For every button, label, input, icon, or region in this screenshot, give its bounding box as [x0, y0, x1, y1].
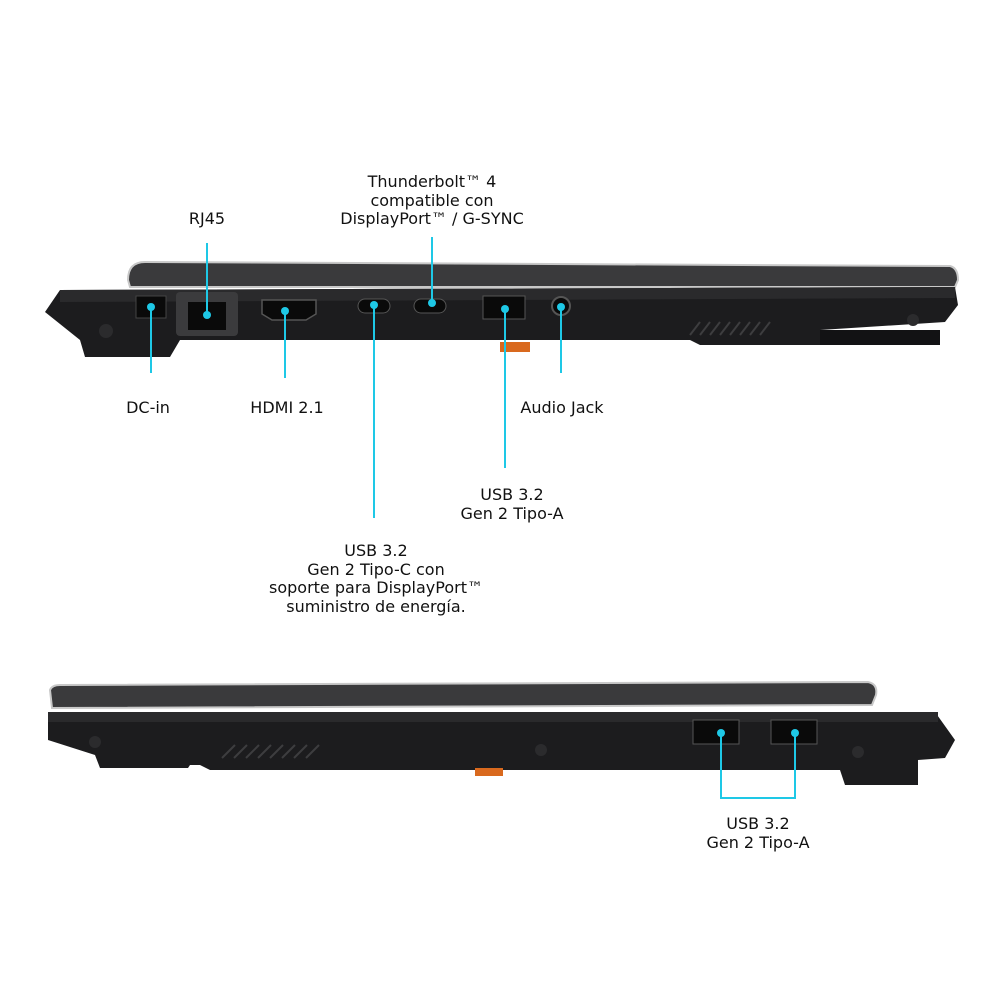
label-rj45: RJ45: [188, 209, 226, 228]
label-line: USB 3.2: [726, 814, 790, 833]
laptop-left-side: [45, 260, 960, 357]
label-line: soporte para DisplayPort™: [269, 578, 483, 597]
label-line: Thunderbolt™ 4: [367, 172, 497, 191]
label-line: DisplayPort™ / G-SYNC: [340, 209, 524, 228]
label-line: Gen 2 Tipo-A: [460, 503, 564, 523]
label-line: suministro de energía.: [286, 596, 466, 616]
label-audio-jack: Audio Jack: [520, 398, 604, 417]
callout-dots: [147, 299, 799, 737]
label-line: Gen 2 Tipo-C con: [307, 559, 445, 579]
label-thunderbolt: Thunderbolt™ 4 compatible con DisplayPor…: [340, 172, 524, 229]
laptop-right-side: [48, 680, 955, 785]
label-line: compatible con: [370, 190, 494, 210]
label-line: USB 3.2: [344, 541, 408, 560]
label-hdmi: HDMI 2.1: [250, 398, 324, 417]
label-dc-in: DC-in: [126, 398, 170, 417]
callout-lines: [150, 237, 796, 799]
label-line: Gen 2 Tipo-A: [706, 832, 810, 852]
label-usb-a-left: USB 3.2 Gen 2 Tipo-A: [460, 485, 564, 523]
label-usb-c: USB 3.2 Gen 2 Tipo-C con soporte para Di…: [269, 541, 483, 616]
label-line: USB 3.2: [480, 485, 544, 504]
label-usb-a-right: USB 3.2 Gen 2 Tipo-A: [706, 814, 810, 852]
